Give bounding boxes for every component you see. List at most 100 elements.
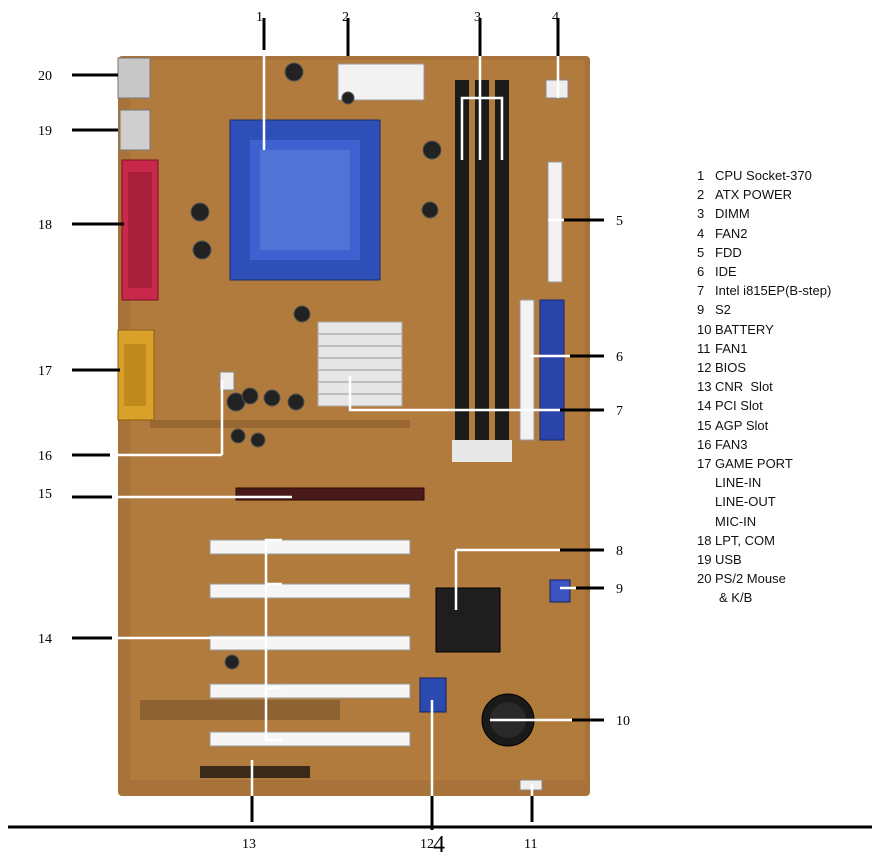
legend-item-1: 1 CPU Socket-370	[697, 166, 877, 185]
dimm-slot-3	[495, 80, 509, 460]
callout-16: 16	[38, 449, 52, 464]
legend-item-7: 7 Intel i815EP(B-step)	[697, 281, 877, 300]
leader-3-white-fork	[460, 96, 504, 160]
callout-13: 13	[242, 837, 256, 852]
pci-slot-5	[209, 731, 411, 747]
callout-18: 18	[38, 218, 52, 233]
legend-label: IDE	[715, 264, 737, 280]
fdd-connector	[547, 161, 563, 283]
legend-item-5: 5 FDD	[697, 243, 877, 262]
legend-num: 3	[697, 206, 705, 222]
component-legend: 1 CPU Socket-370 2 ATX POWER 3 DIMM 4 FAN2 5…	[697, 166, 877, 608]
legend-num: 7	[697, 283, 705, 299]
callout-9: 9	[616, 582, 623, 597]
ps2-connector	[117, 57, 151, 99]
legend-item-9: 9 S2	[697, 300, 877, 319]
legend-label: S2	[715, 302, 731, 318]
legend-subitem-mic-in: MIC-IN	[715, 513, 757, 529]
leader-7-white	[348, 376, 560, 412]
fan3-connector	[219, 371, 235, 391]
pci-slot-4	[209, 683, 411, 699]
callout-14: 14	[38, 632, 52, 647]
legend-num: 18	[697, 532, 712, 548]
legend-label: GAME PORT	[715, 456, 793, 472]
leader-lines-white	[110, 50, 576, 796]
legend-label: Intel i815EP(B-step)	[715, 283, 832, 299]
legend-num: 17	[697, 456, 712, 472]
capacitors	[190, 62, 442, 670]
legend-num: 11	[697, 340, 711, 356]
pci-slot-3	[209, 635, 411, 651]
ide-connector-1	[519, 299, 535, 441]
callout-17: 17	[38, 364, 52, 379]
callout-5: 5	[616, 214, 623, 229]
legend-num: 5	[697, 244, 705, 260]
callout-6: 6	[616, 350, 623, 365]
legend-label: CNR Slot	[715, 379, 773, 395]
legend-item-3: 3 DIMM	[697, 204, 877, 223]
legend-label: BATTERY	[715, 321, 774, 337]
legend-num: 4	[697, 225, 705, 241]
ide-connector-2	[539, 299, 565, 441]
legend-num: 9	[697, 302, 705, 318]
callout-2: 2	[342, 10, 349, 25]
legend-label: PS/2 Mouse	[715, 571, 786, 587]
leader-lines	[72, 18, 604, 830]
pci-slot-1	[209, 539, 411, 555]
s2-jumper	[549, 579, 571, 603]
callout-1: 1	[256, 10, 263, 25]
callout-numbers: 1 2 3 4 5 6 7 8 9 10 11 12 13 14 15 16 1…	[38, 10, 630, 852]
page-number: 4	[433, 832, 445, 858]
legend-label: ATX POWER	[715, 187, 793, 203]
callout-11: 11	[524, 837, 537, 852]
northbridge-heatsink	[317, 321, 403, 407]
callout-12: 12	[420, 837, 434, 852]
legend-num: 6	[697, 264, 705, 280]
legend-subitem-line-out: LINE-OUT	[715, 494, 776, 510]
legend-label: CPU Socket-370	[715, 168, 812, 183]
legend-label: USB	[715, 552, 742, 568]
legend-num: 10	[697, 321, 712, 337]
motherboard-photo	[112, 48, 604, 800]
callout-3: 3	[474, 10, 481, 25]
legend-num: 13	[697, 379, 712, 395]
dimm-slot-2	[475, 80, 489, 460]
callout-8: 8	[616, 544, 623, 559]
legend-num: 20	[697, 571, 712, 587]
callout-19: 19	[38, 124, 52, 139]
legend-label: DIMM	[715, 206, 750, 222]
callout-20: 20	[38, 69, 52, 84]
legend-label: FAN1	[715, 340, 748, 356]
legend-num: 2	[697, 187, 705, 203]
legend-num: 14	[697, 398, 712, 414]
legend-label: FDD	[715, 244, 742, 260]
usb-connector	[119, 109, 151, 151]
legend-label: AGP Slot	[715, 417, 769, 433]
legend-label: FAN2	[715, 225, 748, 241]
legend-subitem-kb: & K/B	[719, 590, 753, 606]
dimm-slot-1	[455, 80, 469, 460]
legend-num: 16	[697, 436, 712, 452]
legend-num: 15	[697, 417, 712, 433]
legend-label: PCI Slot	[715, 398, 763, 414]
legend-label: BIOS	[715, 360, 747, 376]
legend-label: LPT, COM	[715, 532, 775, 548]
legend-item-6: 6 IDE	[697, 262, 877, 281]
cnr-slot	[200, 766, 310, 778]
legend-item-4: 4 FAN2	[697, 224, 877, 243]
legend-subitem-line-in: LINE-IN	[715, 475, 762, 491]
pci-slot-2	[209, 583, 411, 599]
callout-4: 4	[552, 10, 559, 25]
southbridge-chip	[435, 587, 501, 653]
legend-num: 1	[697, 168, 705, 183]
